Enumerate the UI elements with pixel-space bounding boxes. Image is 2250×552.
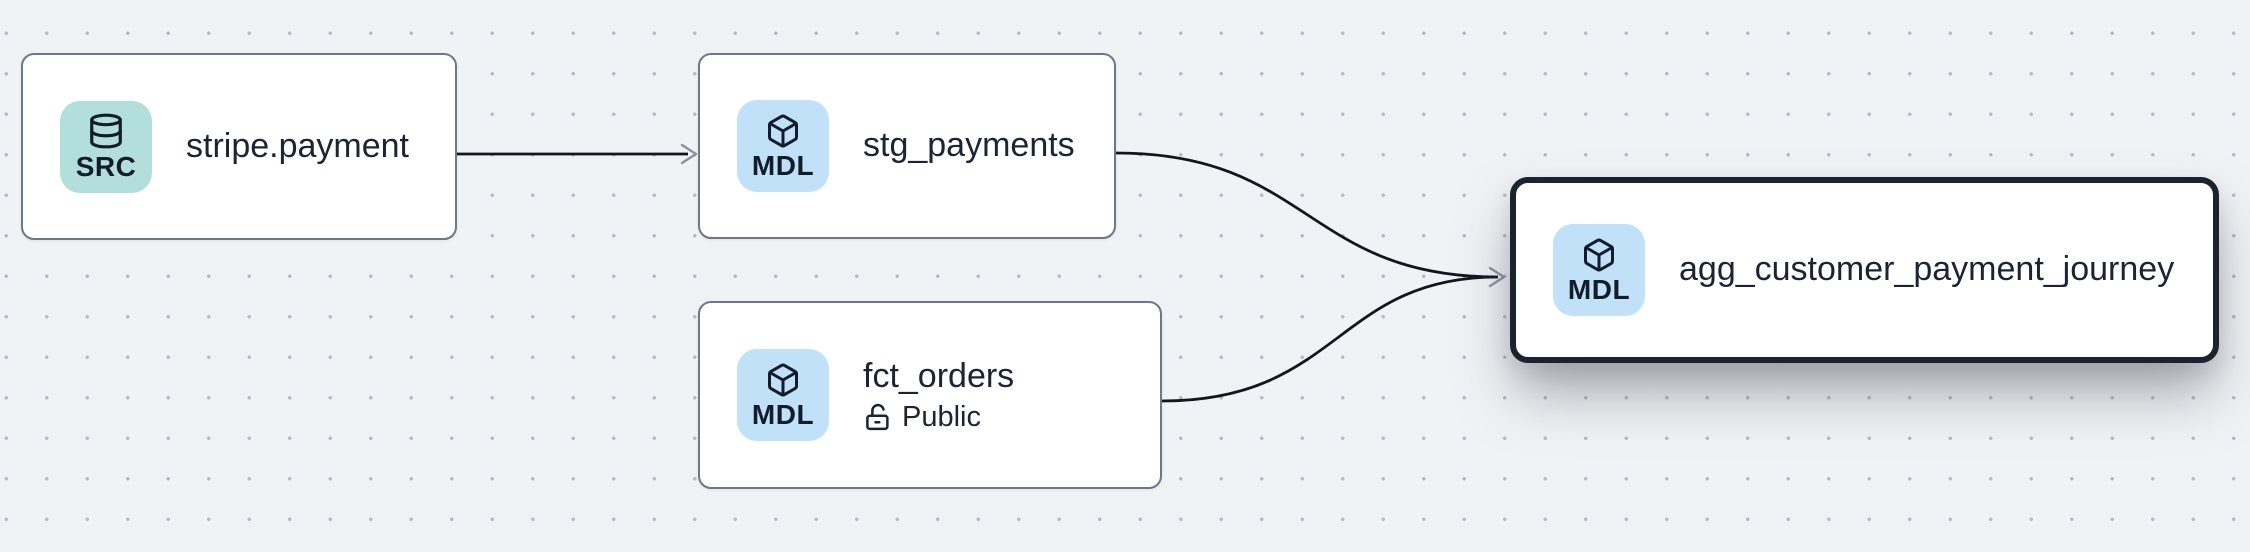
- database-icon: [90, 113, 122, 149]
- badge-label: SRC: [75, 151, 137, 182]
- badge-label: MDL: [751, 149, 815, 181]
- model-type-badge: MDL: [737, 100, 829, 192]
- lock-open-icon: [866, 404, 889, 431]
- node-agg-customer-payment-journey[interactable]: MDL agg_customer_payment_journey: [1510, 177, 2219, 363]
- node-title: stripe.payment: [186, 126, 409, 165]
- source-type-badge: SRC: [60, 100, 152, 193]
- cube-icon: [768, 363, 798, 396]
- node-stg-payments[interactable]: MDL stg_payments: [698, 53, 1116, 239]
- model-type-badge: MDL: [737, 349, 829, 441]
- edge-fct-orders-to-agg: [1161, 275, 1499, 403]
- visibility-label: Public: [902, 400, 981, 433]
- cube-icon: [768, 114, 798, 147]
- badge-label: MDL: [1567, 273, 1631, 305]
- node-title: agg_customer_payment_journey: [1679, 250, 2175, 289]
- badge-label: MDL: [751, 398, 815, 430]
- arrowhead-icon: [680, 143, 698, 165]
- model-type-badge: MDL: [1553, 224, 1645, 316]
- node-stripe-payment[interactable]: SRC stripe.payment: [21, 53, 457, 240]
- node-title: stg_payments: [863, 126, 1075, 165]
- node-title: fct_orders: [863, 356, 1015, 395]
- node-fct-orders[interactable]: MDL fct_orders Public: [698, 301, 1162, 489]
- edge-stg-payments-to-agg: [1115, 151, 1499, 279]
- visibility-row: Public: [863, 402, 1014, 432]
- cube-icon: [1584, 238, 1614, 271]
- arrowhead-icon: [1488, 266, 1506, 288]
